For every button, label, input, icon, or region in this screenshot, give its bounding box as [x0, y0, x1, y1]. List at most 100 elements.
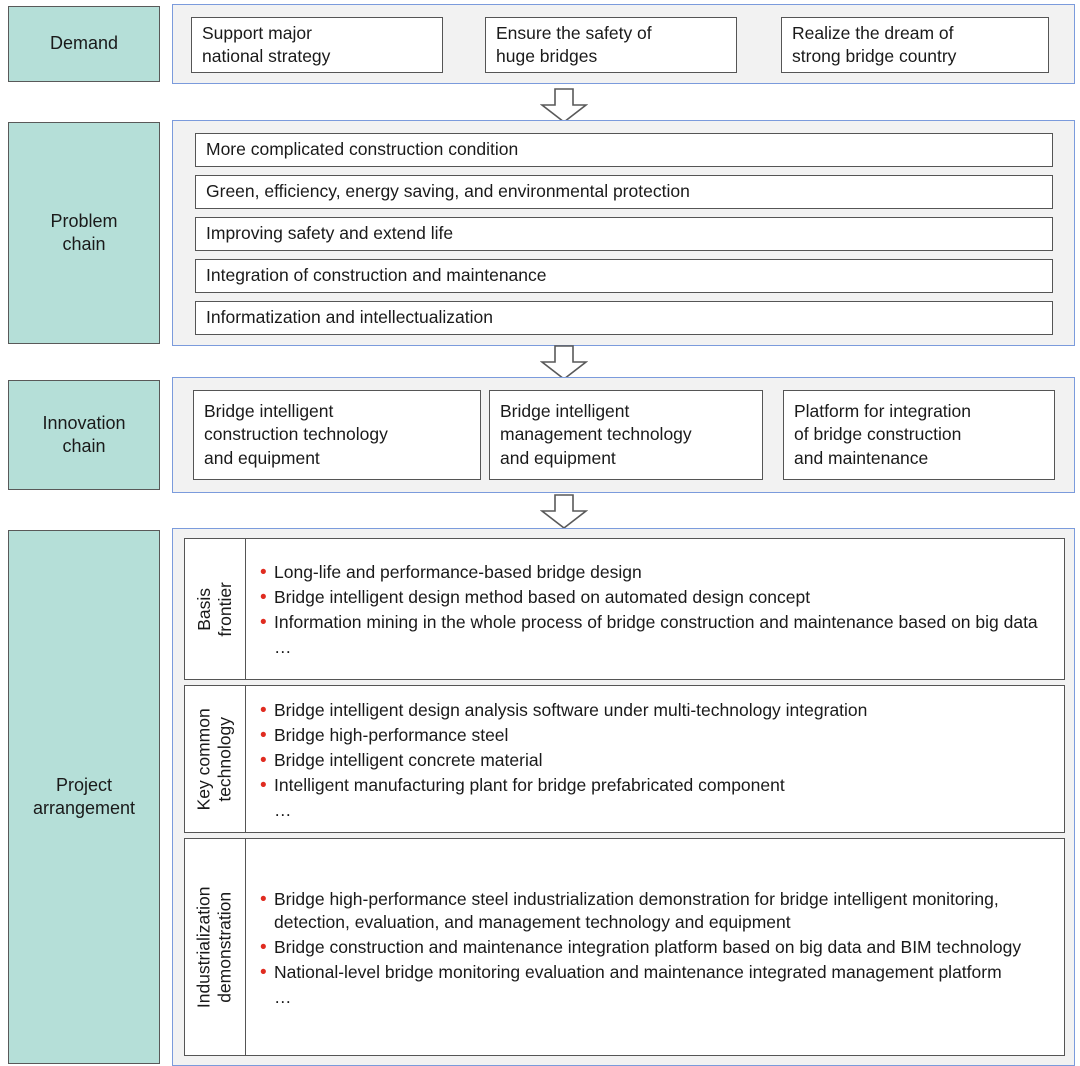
list-item-text: Bridge intelligent design method based o…	[274, 587, 811, 608]
arrow-innovation-to-project-icon	[540, 494, 588, 530]
list-item-text: Bridge high-performance steel	[274, 724, 509, 745]
bullet-icon: •	[260, 774, 267, 796]
stage-label-demand-text: Demand	[49, 33, 119, 54]
list-item-text: Bridge intelligent design analysis softw…	[274, 699, 868, 720]
innovation-box-2-line3: and equipment	[500, 447, 616, 468]
list-item-text: Intelligent manufacturing plant for brid…	[274, 774, 785, 795]
problem-box-5: Informatization and intellectualization	[195, 301, 1053, 335]
problem-box-4: Integration of construction and maintena…	[195, 259, 1053, 293]
bullet-icon: •	[260, 699, 267, 721]
panel-project-arrangement: Basis frontier • Long-life and performan…	[172, 528, 1075, 1066]
demand-box-2: Ensure the safety of huge bridges	[485, 17, 737, 73]
list-item: • Bridge intelligent concrete material	[258, 749, 1052, 773]
demand-box-3-line1: Realize the dream of	[792, 22, 954, 43]
demand-box-1-line1: Support major	[202, 22, 312, 43]
list-item: • Long-life and performance-based bridge…	[258, 561, 1052, 585]
list-item: • Bridge intelligent design method based…	[258, 586, 1052, 610]
bullet-icon: •	[260, 612, 267, 634]
innovation-box-1-line3: and equipment	[204, 447, 320, 468]
stage-label-project-arrangement-text: Project arrangement	[33, 774, 135, 820]
list-ellipsis: …	[274, 637, 293, 658]
industrialization-label-line1: Industrialization	[193, 886, 214, 1008]
problem-box-1: More complicated construction condition	[195, 133, 1053, 167]
list-item: • Bridge high-performance steel	[258, 724, 1052, 748]
innovation-box-1-text: Bridge intelligent construction technolo…	[204, 400, 388, 469]
innovation-box-2: Bridge intelligent management technology…	[489, 390, 763, 480]
industrialization-label-line2: demonstration	[215, 891, 236, 1003]
stage-label-project-arrangement: Project arrangement	[8, 530, 160, 1064]
list-item: • Bridge construction and maintenance in…	[258, 936, 1052, 960]
arrow-problem-to-innovation-icon	[540, 345, 588, 381]
demand-box-1-text: Support major national strategy	[202, 22, 330, 68]
problem-box-3-text: Improving safety and extend life	[206, 223, 454, 244]
stage-label-innovation-chain-text: Innovation chain	[42, 412, 125, 458]
problem-box-1-text: More complicated construction condition	[206, 139, 519, 160]
list-item-text: Long-life and performance-based bridge d…	[274, 562, 642, 583]
innovation-box-2-line1: Bridge intelligent	[500, 401, 630, 422]
stage-label-innovation-line2: chain	[62, 436, 106, 456]
bullet-icon: •	[260, 961, 267, 983]
project-group-industrialization-demonstration-label: Industrialization demonstration	[184, 838, 246, 1056]
problem-box-2: Green, efficiency, energy saving, and en…	[195, 175, 1053, 209]
basis-frontier-label-line2: frontier	[215, 581, 235, 637]
innovation-box-3: Platform for integration of bridge const…	[783, 390, 1055, 480]
problem-box-4-text: Integration of construction and maintena…	[206, 265, 547, 286]
project-group-industrialization-demonstration-label-text: Industrialization demonstration	[194, 886, 237, 1008]
demand-box-1-line2: national strategy	[202, 46, 331, 66]
innovation-box-3-line3: and maintenance	[794, 447, 929, 468]
innovation-box-3-line1: Platform for integration	[794, 401, 972, 422]
project-group-basis-frontier-body: • Long-life and performance-based bridge…	[246, 538, 1065, 680]
project-group-industrialization-demonstration: Industrialization demonstration • Bridge…	[184, 838, 1065, 1056]
demand-box-1: Support major national strategy	[191, 17, 443, 73]
project-group-basis-frontier-label-text: Basis frontier	[194, 582, 237, 636]
list-item-text: Bridge intelligent concrete material	[274, 749, 543, 770]
problem-box-3: Improving safety and extend life	[195, 217, 1053, 251]
bullet-icon: •	[260, 888, 267, 910]
key-common-technology-label-line2: technology	[215, 716, 235, 802]
bullet-icon: •	[260, 724, 267, 746]
project-group-industrialization-demonstration-body: • Bridge high-performance steel industri…	[246, 838, 1065, 1056]
stage-label-problem-line2: chain	[62, 234, 106, 254]
panel-innovation-chain: Bridge intelligent construction technolo…	[172, 377, 1075, 493]
bullet-icon: •	[260, 562, 267, 584]
demand-box-2-line2: huge bridges	[496, 46, 598, 66]
project-group-basis-frontier-label: Basis frontier	[184, 538, 246, 680]
innovation-box-1-line2: construction technology	[204, 424, 388, 445]
bullet-icon: •	[260, 936, 267, 958]
list-item: • National-level bridge monitoring evalu…	[258, 961, 1052, 985]
list-ellipsis: …	[274, 986, 293, 1007]
demand-box-3: Realize the dream of strong bridge count…	[781, 17, 1049, 73]
project-group-key-common-technology: Key common technology • Bridge intellige…	[184, 685, 1065, 833]
panel-demand: Support major national strategy Ensure t…	[172, 4, 1075, 84]
stage-label-problem-chain-text: Problem chain	[50, 210, 117, 256]
list-item-text: Bridge construction and maintenance inte…	[274, 936, 1022, 957]
project-group-key-common-technology-label: Key common technology	[184, 685, 246, 833]
arrow-demand-to-problem-icon	[540, 88, 588, 124]
key-common-technology-label-line1: Key common	[193, 707, 214, 811]
innovation-box-3-line2: of bridge construction	[794, 424, 962, 445]
list-item-text: National-level bridge monitoring evaluat…	[274, 961, 1002, 982]
stage-label-innovation-line1: Innovation	[42, 412, 126, 433]
stage-label-problem-chain: Problem chain	[8, 122, 160, 344]
demand-box-2-text: Ensure the safety of huge bridges	[496, 22, 652, 68]
innovation-box-3-text: Platform for integration of bridge const…	[794, 400, 971, 469]
innovation-box-1: Bridge intelligent construction technolo…	[193, 390, 481, 480]
stage-label-project-line2: arrangement	[32, 798, 136, 818]
innovation-box-1-line1: Bridge intelligent	[204, 401, 334, 422]
list-item: • Intelligent manufacturing plant for br…	[258, 774, 1052, 798]
project-group-basis-frontier: Basis frontier • Long-life and performan…	[184, 538, 1065, 680]
problem-box-5-text: Informatization and intellectualization	[206, 307, 493, 328]
basis-frontier-label-line1: Basis	[193, 587, 214, 631]
stage-label-problem-line1: Problem	[50, 210, 118, 231]
list-item-text: Information mining in the whole process …	[274, 612, 1038, 633]
list-item: • Bridge intelligent design analysis sof…	[258, 699, 1052, 723]
list-ellipsis: …	[274, 799, 293, 820]
stage-label-demand: Demand	[8, 6, 160, 82]
innovation-box-2-line2: management technology	[500, 424, 692, 445]
demand-box-3-text: Realize the dream of strong bridge count…	[792, 22, 956, 68]
stage-label-innovation-chain: Innovation chain	[8, 380, 160, 490]
demand-box-2-line1: Ensure the safety of	[496, 22, 652, 43]
list-item: • Information mining in the whole proces…	[258, 611, 1052, 635]
list-item-text: Bridge high-performance steel industrial…	[274, 888, 999, 933]
